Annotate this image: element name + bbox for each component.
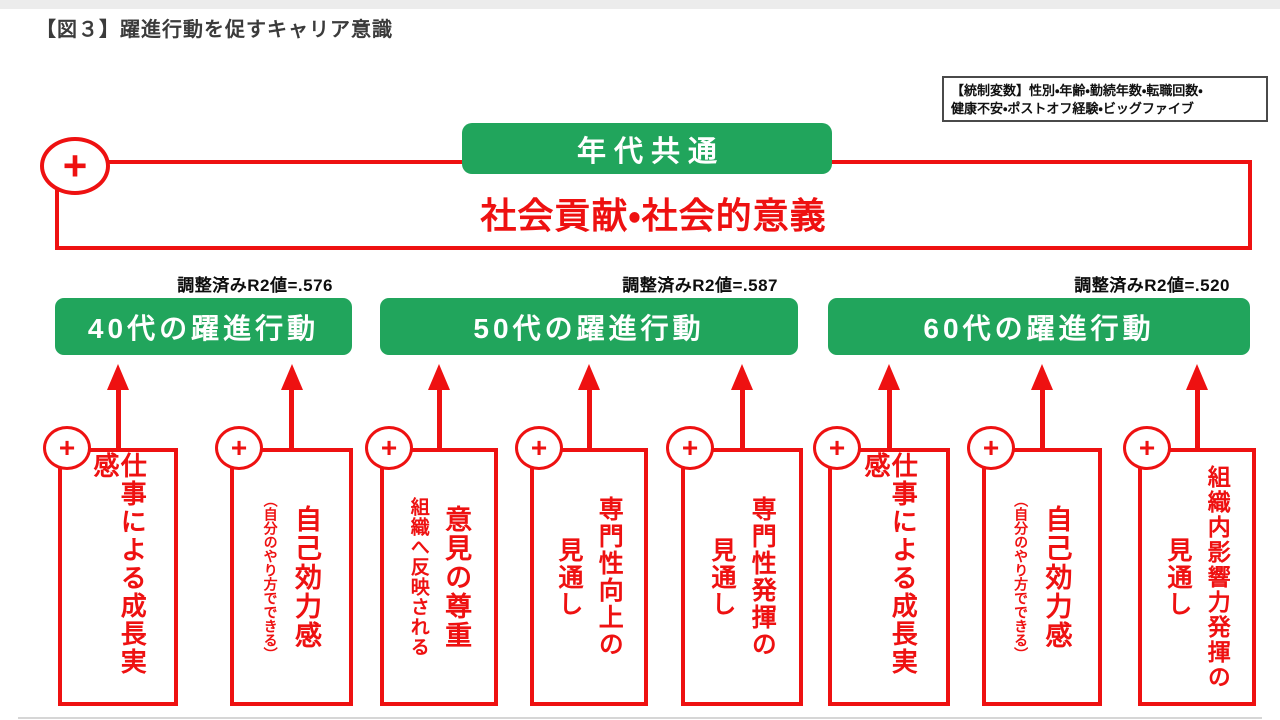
arrow-head bbox=[878, 364, 900, 390]
control-variables-line1: 【統制変数】性別・年齢・勤続年数・転職回数・ bbox=[951, 83, 1203, 98]
factor-box-expertise-improvement-50s: + 専門性向上の 見通し bbox=[515, 364, 648, 706]
arrow-shaft bbox=[436, 390, 442, 448]
up-arrow-icon bbox=[731, 364, 753, 448]
factor-box-self-efficacy-60s: + 自己効力感 （自分のやり方でできる） bbox=[967, 364, 1102, 706]
r2-value-60s: 調整済みR2値=.520 bbox=[1074, 276, 1230, 295]
arrow-head bbox=[107, 364, 129, 390]
bottom-edge-line bbox=[18, 717, 1262, 719]
outcome-box-50s: 50代の躍進行動 bbox=[380, 298, 798, 355]
factor-border-box: 自己効力感 （自分のやり方でできる） bbox=[230, 448, 353, 706]
factor-label: 組織内影響力発揮の bbox=[1204, 464, 1231, 690]
arrow-shaft bbox=[1194, 390, 1200, 448]
arrow-head bbox=[428, 364, 450, 390]
common-factor-label: 社会貢献・社会的意義 bbox=[480, 195, 827, 236]
up-arrow-icon bbox=[428, 364, 450, 448]
factor-label: 意見の尊重 bbox=[441, 504, 472, 650]
factor-border-box: 自己効力感 （自分のやり方でできる） bbox=[982, 448, 1102, 706]
factor-border-box: 仕事による成長実感 bbox=[828, 448, 950, 706]
plus-icon: + bbox=[40, 137, 110, 195]
factor-sublabel: 見通し bbox=[555, 536, 583, 618]
outcome-box-40s: 40代の躍進行動 bbox=[55, 298, 352, 355]
factor-border-box: 専門性向上の 見通し bbox=[530, 448, 648, 706]
factor-sublabel: 見通し bbox=[708, 536, 736, 618]
plus-icon: + bbox=[215, 426, 263, 470]
top-edge-strip bbox=[0, 0, 1280, 9]
factor-border-box: 意見の尊重 組織へ反映される bbox=[380, 448, 498, 706]
factor-label: 仕事による成長実感 bbox=[90, 452, 148, 676]
factor-label: 自己効力感 bbox=[291, 504, 322, 650]
up-arrow-icon bbox=[1186, 364, 1208, 448]
control-variables-line2: 健康不安・ポストオフ経験・ビッグファイブ bbox=[951, 100, 1194, 116]
factor-border-box: 仕事による成長実感 bbox=[58, 448, 178, 706]
arrow-head bbox=[1186, 364, 1208, 390]
factor-box-opinion-respect-50s: + 意見の尊重 組織へ反映される bbox=[365, 364, 498, 706]
arrow-shaft bbox=[1039, 390, 1045, 448]
plus-icon: + bbox=[365, 426, 413, 470]
factor-box-work-growth-40s: + 仕事による成長実感 bbox=[43, 364, 178, 706]
arrow-head bbox=[1031, 364, 1053, 390]
arrow-head bbox=[280, 364, 303, 390]
factor-sublabel: （自分のやり方でできる） bbox=[1013, 493, 1030, 661]
up-arrow-icon bbox=[280, 364, 303, 448]
plus-icon: + bbox=[1123, 426, 1171, 470]
plus-icon: + bbox=[515, 426, 563, 470]
outcome-box-60s: 60代の躍進行動 bbox=[828, 298, 1250, 355]
factor-box-expertise-use-50s: + 専門性発揮の 見通し bbox=[666, 364, 803, 706]
control-variables-note: 【統制変数】性別・年齢・勤続年数・転職回数・ 健康不安・ポストオフ経験・ビッグフ… bbox=[942, 76, 1268, 122]
up-arrow-icon bbox=[1031, 364, 1053, 448]
plus-icon: + bbox=[43, 426, 91, 470]
factor-label: 仕事による成長実感 bbox=[861, 452, 919, 676]
factor-sublabel: 組織へ反映される bbox=[407, 497, 429, 657]
factor-sublabel: （自分のやり方でできる） bbox=[262, 493, 279, 661]
arrow-shaft bbox=[115, 390, 121, 448]
r2-value-40s: 調整済みR2値=.576 bbox=[177, 276, 333, 295]
arrow-head bbox=[578, 364, 600, 390]
arrow-shaft bbox=[886, 390, 892, 448]
factor-border-box: 組織内影響力発揮の 見通し bbox=[1138, 448, 1256, 706]
r2-value-50s: 調整済みR2値=.587 bbox=[622, 276, 778, 295]
plus-icon: + bbox=[666, 426, 714, 470]
factor-label: 専門性発揮の bbox=[748, 496, 777, 658]
up-arrow-icon bbox=[578, 364, 600, 448]
arrow-head bbox=[731, 364, 753, 390]
factor-border-box: 専門性発揮の 見通し bbox=[681, 448, 803, 706]
figure-title: 【図３】躍進行動を促すキャリア意識 bbox=[36, 19, 393, 41]
up-arrow-icon bbox=[878, 364, 900, 448]
factor-sublabel: 見通し bbox=[1164, 536, 1193, 618]
factor-box-org-influence-60s: + 組織内影響力発揮の 見通し bbox=[1123, 364, 1256, 706]
up-arrow-icon bbox=[107, 364, 129, 448]
plus-icon: + bbox=[967, 426, 1015, 470]
plus-icon: + bbox=[813, 426, 861, 470]
factor-box-self-efficacy-40s: + 自己効力感 （自分のやり方でできる） bbox=[215, 364, 353, 706]
arrow-shaft bbox=[739, 390, 745, 448]
factor-label: 自己効力感 bbox=[1041, 504, 1072, 650]
factor-box-work-growth-60s: + 仕事による成長実感 bbox=[813, 364, 950, 706]
factor-label: 専門性向上の bbox=[595, 496, 624, 658]
arrow-shaft bbox=[289, 390, 294, 448]
age-common-banner: 年代共通 bbox=[462, 123, 832, 174]
arrow-shaft bbox=[586, 390, 592, 448]
